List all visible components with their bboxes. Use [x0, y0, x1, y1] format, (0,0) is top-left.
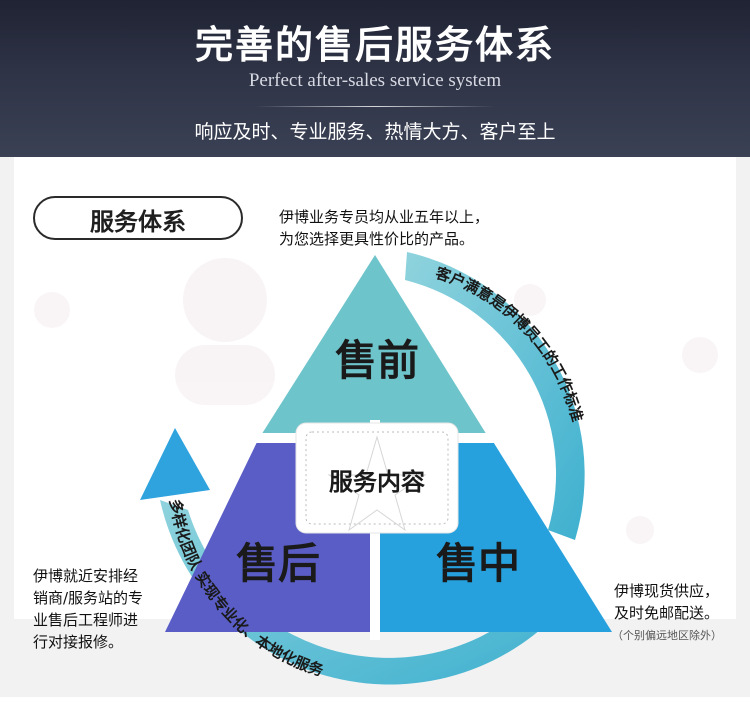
in-sale-note-small: （个别偏远地区除外） — [612, 629, 722, 642]
section-badge-label: 服务体系 — [90, 208, 186, 236]
bottom-arc-band — [160, 500, 570, 685]
in-sale-note-line-1: 伊博现货供应， — [614, 582, 720, 600]
label-in-sale: 售中 — [436, 539, 520, 588]
label-service-content: 服务内容 — [329, 468, 425, 496]
in-sale-note-line-2: 及时免邮配送。 — [614, 604, 720, 622]
after-sale-note-line-2: 销商/服务站的专 — [33, 589, 144, 607]
section-badge: 服务体系 — [33, 196, 243, 240]
segment-top — [258, 255, 490, 440]
background-people-icons — [34, 258, 718, 544]
after-sale-note-line-1: 伊博就近安排经 — [33, 567, 139, 585]
in-sale-note: 伊博现货供应， 及时免邮配送。 — [614, 580, 719, 624]
right-arc-band — [405, 252, 585, 540]
after-sale-note-line-4: 行对接报修。 — [33, 633, 124, 651]
intro-line-2: 为您选择更具性价比的产品。 — [279, 230, 475, 248]
label-after-sale: 售后 — [236, 539, 320, 588]
after-sale-note: 伊博就近安排经 销商/服务站的专 业售后工程师进 行对接报修。 — [33, 565, 143, 653]
star-icon — [327, 435, 427, 532]
page-subtitle: Perfect after-sales service system — [248, 70, 502, 91]
intro-line-1: 伊博业务专员均从业五年以上， — [279, 208, 490, 226]
page-title: 完善的售后服务体系 — [194, 23, 555, 67]
label-pre-sale: 售前 — [335, 336, 419, 385]
after-sale-note-line-3: 业售后工程师进 — [33, 611, 139, 629]
center-box — [295, 422, 459, 534]
header-banner: 完善的售后服务体系 Perfect after-sales service sy… — [0, 0, 750, 157]
divider — [255, 106, 495, 107]
arrow-head-icon — [140, 428, 210, 500]
tagline: 响应及时、专业服务、热情大方、客户至上 — [194, 121, 556, 143]
intro-text: 伊博业务专员均从业五年以上， 为您选择更具性价比的产品。 — [279, 206, 489, 250]
